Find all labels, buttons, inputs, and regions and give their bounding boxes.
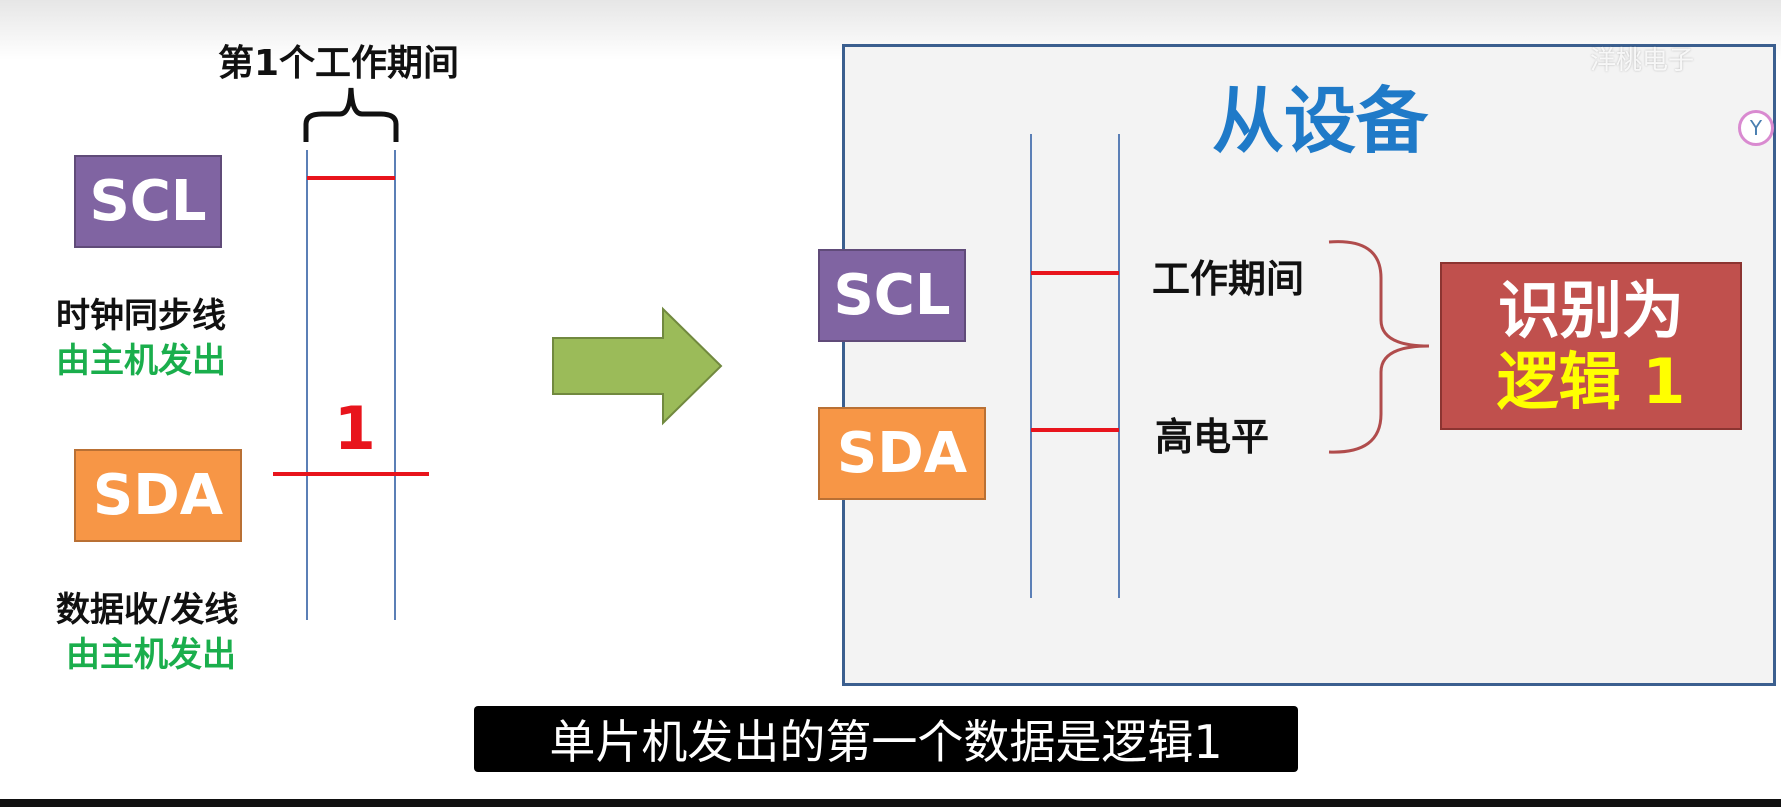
slave-period-end-line <box>1118 134 1120 598</box>
left-scl-source: 由主机发出 <box>56 341 226 381</box>
bit-value: 1 <box>334 394 376 464</box>
left-sda-desc: 数据收/发线 <box>56 590 239 630</box>
left-period-end-line <box>394 150 396 620</box>
video-bottom-bar <box>0 799 1781 807</box>
slave-sda-tag: SDA <box>818 407 986 500</box>
period-brace <box>303 87 399 142</box>
subtitle: 单片机发出的第一个数据是逻辑1 <box>474 706 1298 772</box>
slave-scl-tag: SCL <box>818 249 966 342</box>
left-period-start-line <box>306 150 308 620</box>
condition-brace <box>1328 240 1430 454</box>
slave-scl-high-level <box>1031 271 1119 275</box>
left-sda-tag: SDA <box>74 449 242 542</box>
result-box: 识别为 逻辑 1 <box>1440 262 1742 430</box>
result-line-2: 逻辑 1 <box>1496 345 1686 418</box>
channel-logo-icon[interactable]: Y <box>1738 110 1774 146</box>
left-sda-high-level <box>273 472 429 476</box>
result-line-1: 识别为 <box>1497 273 1684 347</box>
slave-title: 从设备 <box>1211 79 1428 163</box>
condition-working-period: 工作期间 <box>1152 257 1305 301</box>
right-arrow-icon <box>552 306 723 426</box>
slave-sda-high-level <box>1031 428 1119 432</box>
left-scl-tag: SCL <box>74 155 222 248</box>
left-scl-desc: 时钟同步线 <box>56 296 226 336</box>
period-label: 第1个工作期间 <box>218 43 460 84</box>
watermark: 洋桃电子 <box>1590 46 1695 76</box>
condition-high-level: 高电平 <box>1155 415 1270 459</box>
slave-period-start-line <box>1030 134 1032 598</box>
left-scl-high-level <box>307 176 395 180</box>
left-sda-source: 由主机发出 <box>66 635 236 675</box>
